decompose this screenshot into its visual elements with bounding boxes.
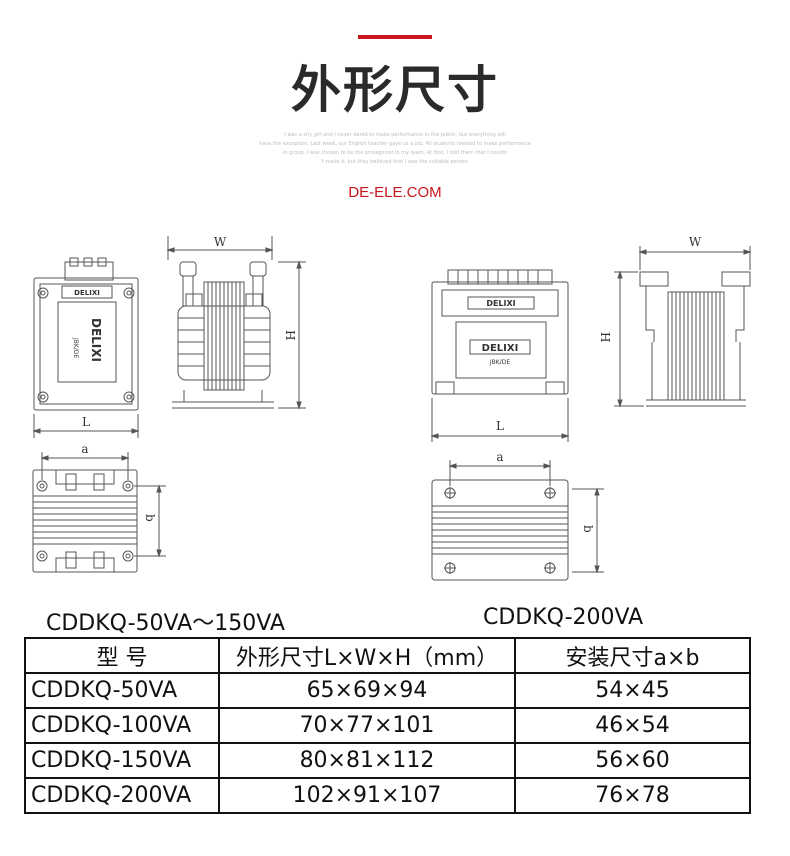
cell-mounting: 54×45	[514, 672, 751, 709]
top-view-large-dim-b: b	[572, 487, 604, 574]
header-outline-size: 外形尺寸L×W×H（mm）	[218, 637, 516, 674]
front-view-large: DELIXI DELIXI JBK/DE	[431, 269, 569, 395]
title-accent-bar	[358, 35, 432, 39]
table-row: CDDKQ-150VA 80×81×112 56×60	[24, 742, 751, 779]
cell-model: CDDKQ-150VA	[24, 742, 220, 779]
dim-L-label: L	[82, 415, 90, 429]
table-row: CDDKQ-100VA 70×77×101 46×54	[24, 707, 751, 744]
top-view-small-dim-a: a	[40, 442, 130, 480]
cell-model: CDDKQ-50VA	[24, 672, 220, 709]
brand-label-large: DELIXI	[486, 299, 515, 308]
header-model: 型 号	[24, 637, 220, 674]
cell-mounting: 46×54	[514, 707, 751, 744]
caption-large-model: CDDKQ-200VA	[483, 605, 644, 630]
website-label: DE-ELE.COM	[348, 184, 442, 201]
top-view-large-dim-a: a	[448, 450, 552, 486]
dim-H-label: H	[283, 330, 297, 340]
brand-label: DELIXI	[74, 289, 100, 297]
dim-W-label-large: W	[689, 235, 702, 249]
dim-L-label-large: L	[496, 419, 504, 433]
brand-label-plate: DELIXI	[482, 343, 519, 354]
tagline-line: in group. I was chosen to be the protago…	[282, 150, 508, 156]
dim-b-label-large: b	[581, 525, 595, 533]
side-view-small-dim-H: H	[278, 260, 306, 410]
cell-mounting: 56×60	[514, 742, 751, 779]
dim-H-label-large: H	[598, 332, 612, 342]
table-row: CDDKQ-50VA 65×69×94 54×45	[24, 672, 751, 709]
tagline-line: 't make it, but they believed that I was…	[320, 159, 470, 165]
brand-label-vertical: DELIXI	[89, 318, 103, 362]
dimension-drawings: DELIXI DELIXI JBK/DE L W	[32, 235, 752, 581]
tagline-line: I was a shy girl and I never dared to ma…	[284, 132, 506, 138]
cell-outline: 80×81×112	[218, 742, 516, 779]
model-label-vertical: JBK/DE	[72, 337, 79, 358]
top-view-small	[32, 469, 138, 573]
dim-W-label: W	[214, 235, 227, 249]
side-view-large-dim-W: W	[638, 235, 752, 270]
dim-a-label: a	[81, 442, 88, 456]
table-header-row: 型 号 外形尺寸L×W×H（mm） 安装尺寸a×b	[24, 637, 751, 674]
top-view-small-dim-b: b	[134, 484, 166, 558]
cell-outline: 65×69×94	[218, 672, 516, 709]
cell-model: CDDKQ-100VA	[24, 707, 220, 744]
table-row: CDDKQ-200VA 102×91×107 76×78	[24, 777, 751, 814]
cell-outline: 70×77×101	[218, 707, 516, 744]
top-view-large	[431, 479, 569, 581]
side-view-small	[172, 261, 274, 409]
dim-b-label: b	[143, 514, 157, 522]
caption-small-models: CDDKQ-50VA～150VA	[46, 611, 285, 636]
side-view-small-dim-W: W	[166, 235, 274, 260]
cell-outline: 102×91×107	[218, 777, 516, 814]
cell-mounting: 76×78	[514, 777, 751, 814]
front-view-small-dim-L: L	[32, 414, 140, 438]
header-mounting-size: 安装尺寸a×b	[514, 637, 751, 674]
side-view-large-dim-H: H	[598, 270, 644, 408]
model-label-plate: JBK/DE	[489, 359, 510, 366]
side-view-large	[639, 271, 751, 407]
front-view-large-dim-L: L	[430, 398, 570, 442]
cell-model: CDDKQ-200VA	[24, 777, 220, 814]
front-view-small: DELIXI DELIXI JBK/DE	[33, 257, 139, 411]
dimensions-table: 型 号 外形尺寸L×W×H（mm） 安装尺寸a×b CDDKQ-50VA 65×…	[24, 637, 751, 814]
tagline-text: I was a shy girl and I never dared to ma…	[225, 131, 565, 167]
tagline-line: have the exception. Last week, our Engli…	[259, 141, 531, 147]
dim-a-label-large: a	[496, 450, 503, 464]
page-title: 外形尺寸	[291, 61, 499, 119]
